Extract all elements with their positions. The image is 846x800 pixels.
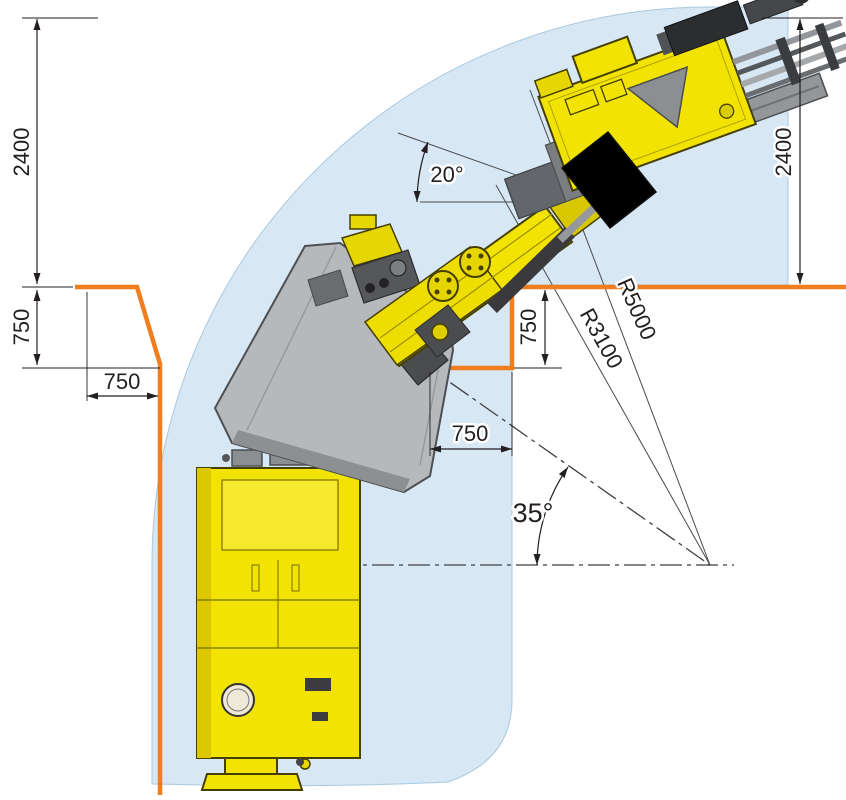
label-niche-depth: 750 [9, 309, 34, 346]
label-corner-cut-height: 750 [516, 309, 541, 346]
label-articulation-angle: 35° [513, 498, 554, 528]
label-drift-width-right: 2400 [771, 128, 796, 177]
canopy-equipment [307, 214, 421, 307]
dimensions [22, 17, 843, 456]
boom-flange-1 [427, 270, 459, 302]
angle-arc-35 [533, 466, 569, 566]
boom-flange-2 [459, 246, 491, 278]
centerline-turned [420, 361, 711, 566]
label-feed-angle: 20° [430, 162, 463, 187]
label-drift-width-left: 2400 [9, 128, 34, 177]
drill-rig [196, 0, 846, 791]
feed-link-arm [560, 130, 658, 230]
label-niche-length: 750 [104, 369, 141, 394]
tunnel-wall-corner [430, 284, 846, 371]
carrier [196, 449, 361, 791]
label-corner-cut-width: 750 [452, 421, 489, 446]
tunnel-wall-left-niche [75, 284, 163, 795]
